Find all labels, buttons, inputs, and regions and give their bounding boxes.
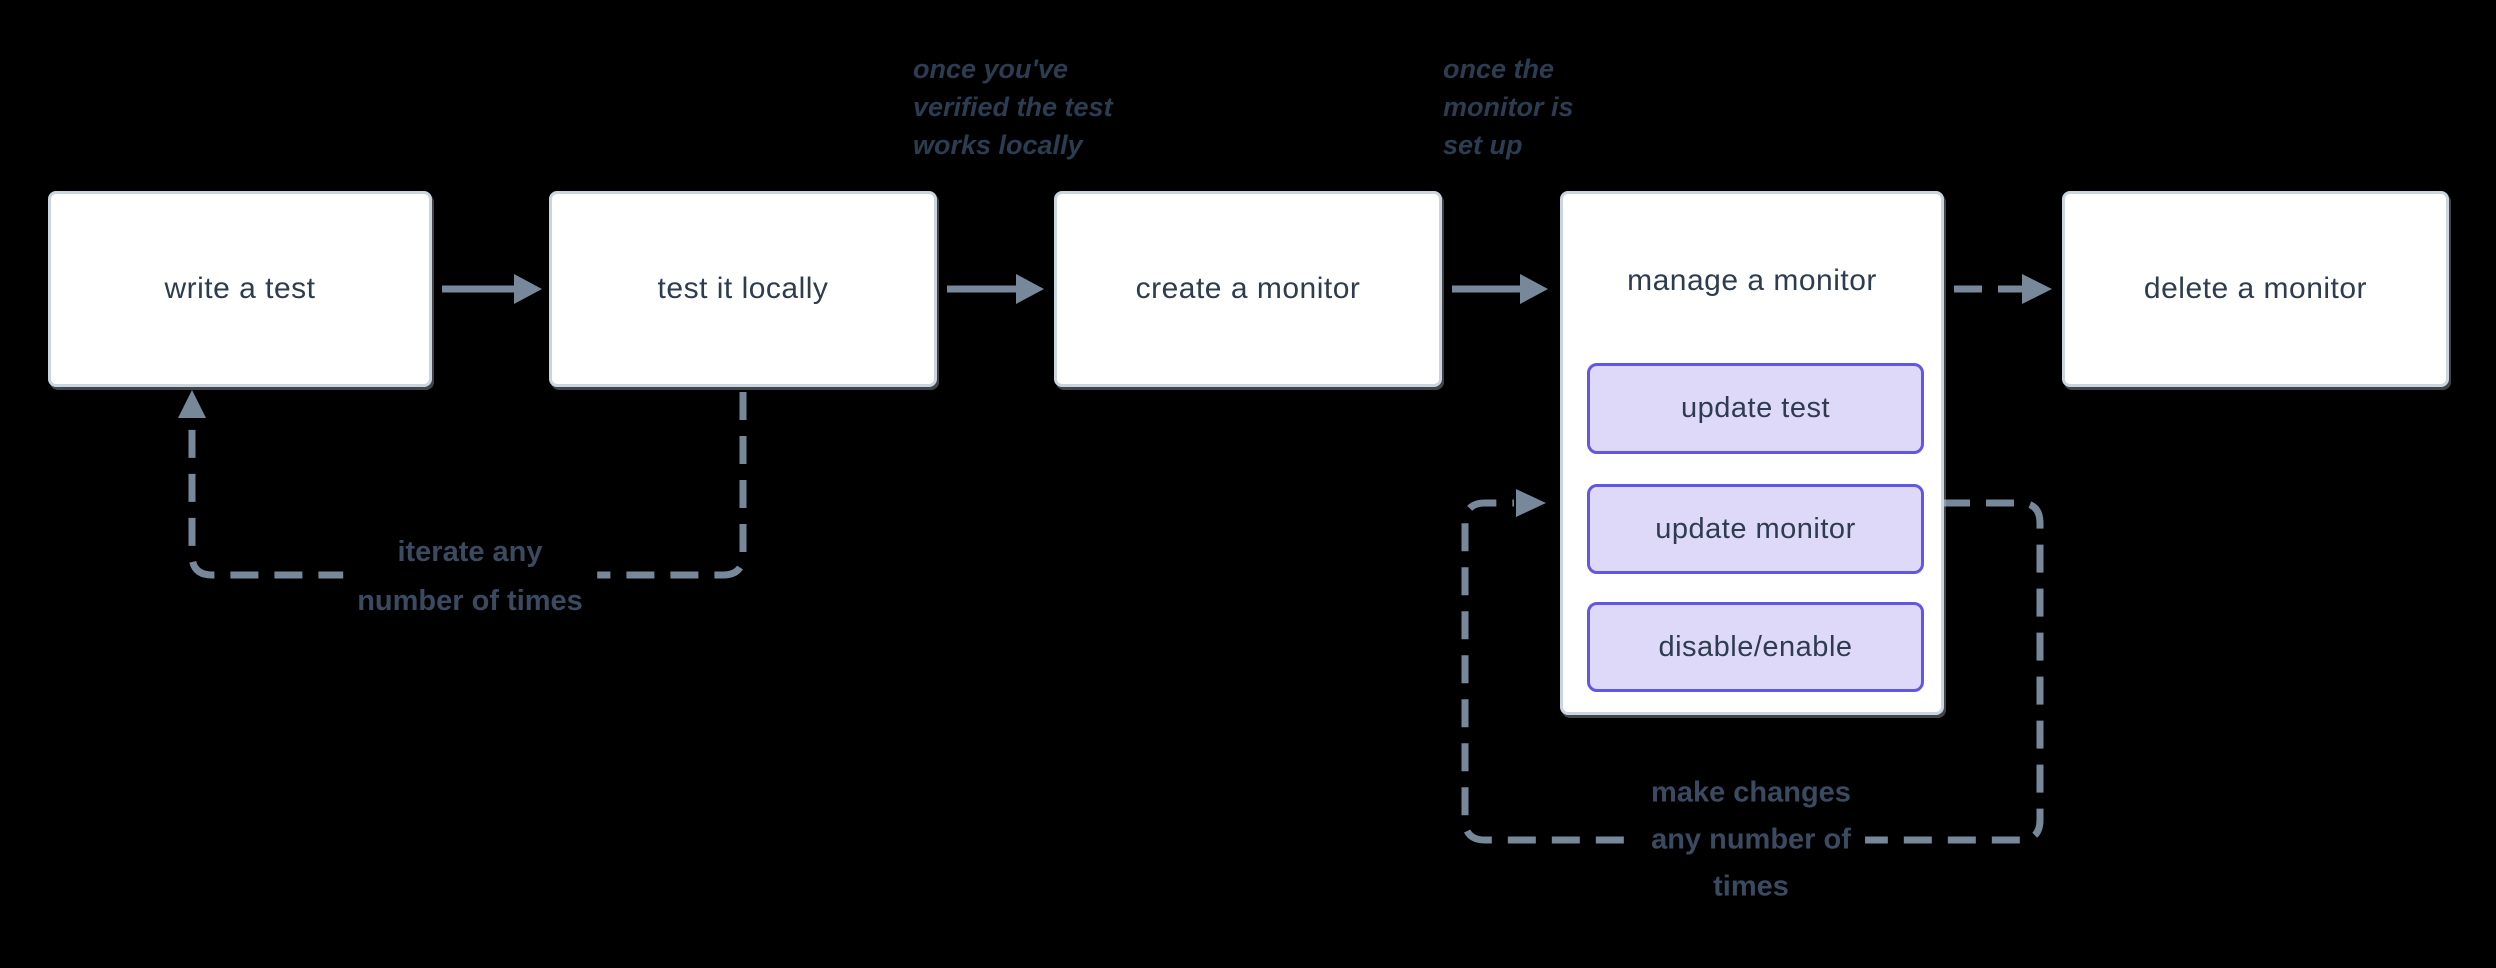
node-manage-a-monitor: manage a monitor update test update moni… bbox=[1560, 191, 1944, 715]
annotation-verified-test: once you've verified the test works loca… bbox=[913, 54, 1113, 160]
sub-node-label: update test bbox=[1681, 392, 1830, 424]
arrow-manage-to-delete bbox=[1954, 274, 2052, 304]
arrow-create-to-manage bbox=[1452, 274, 1548, 304]
loop-caption-iterate: iterate any number of times bbox=[343, 528, 597, 626]
sub-node-disable-enable: disable/enable bbox=[1587, 602, 1924, 692]
node-test-it-locally: test it locally bbox=[549, 191, 937, 387]
node-label: write a test bbox=[164, 272, 316, 305]
node-create-a-monitor: create a monitor bbox=[1054, 191, 1442, 387]
annotation-monitor-set-up: once the monitor is set up bbox=[1443, 54, 1574, 160]
node-label: manage a monitor bbox=[1627, 264, 1877, 297]
sub-node-update-monitor: update monitor bbox=[1587, 484, 1924, 574]
node-label: delete a monitor bbox=[2143, 272, 2368, 305]
node-label: create a monitor bbox=[1135, 272, 1361, 305]
node-write-a-test: write a test bbox=[48, 191, 432, 387]
node-label: test it locally bbox=[657, 272, 829, 305]
loop-caption-make-changes: make changes any number of times bbox=[1637, 769, 1865, 911]
sub-node-label: disable/enable bbox=[1658, 630, 1853, 663]
node-delete-a-monitor: delete a monitor bbox=[2062, 191, 2449, 387]
sub-node-label: update monitor bbox=[1655, 512, 1856, 545]
sub-node-update-test: update test bbox=[1587, 363, 1924, 454]
arrow-write-to-test bbox=[442, 274, 542, 304]
arrow-test-to-create bbox=[947, 274, 1044, 304]
